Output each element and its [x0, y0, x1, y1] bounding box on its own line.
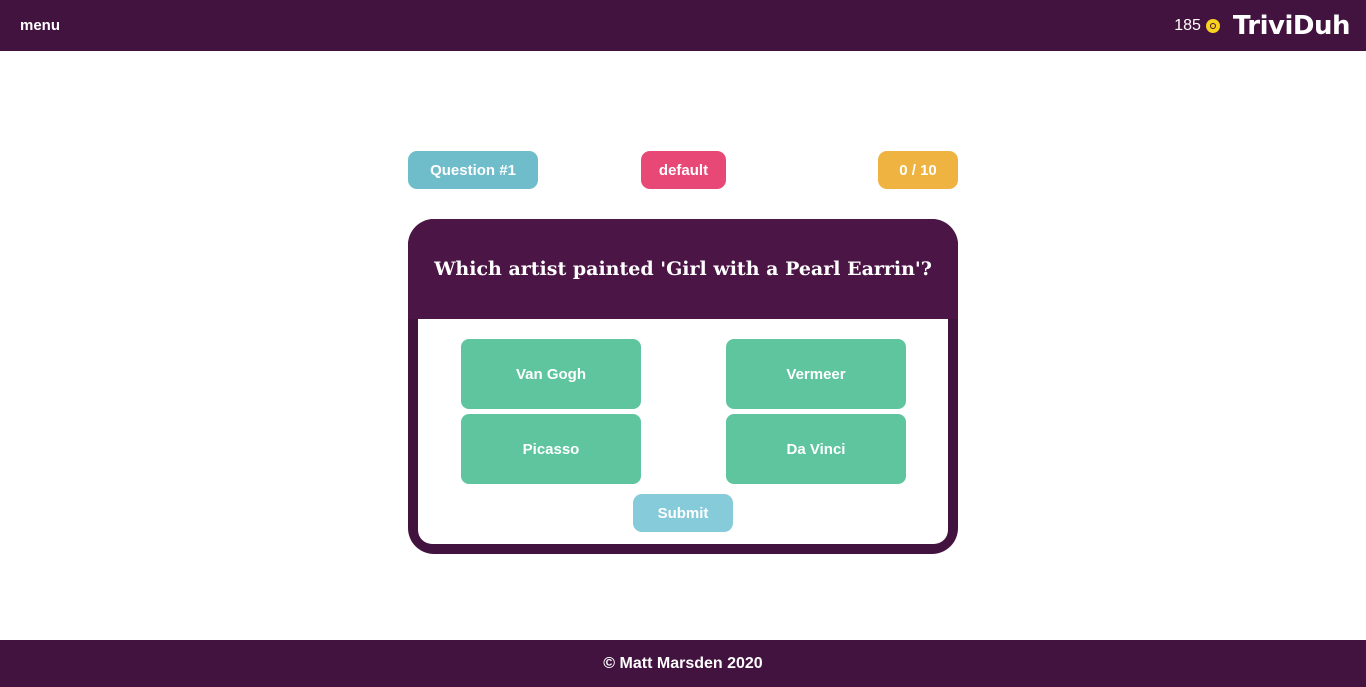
answer-option-van-gogh[interactable]: Van Gogh — [461, 339, 641, 409]
question-text: Which artist painted 'Girl with a Pearl … — [434, 258, 932, 280]
submit-button[interactable]: Submit — [633, 494, 733, 532]
answer-option-picasso[interactable]: Picasso — [461, 414, 641, 484]
copyright-text: © Matt Marsden 2020 — [603, 654, 763, 672]
question-header: Which artist painted 'Girl with a Pearl … — [408, 219, 958, 319]
answer-option-vermeer[interactable]: Vermeer — [726, 339, 906, 409]
status-badges: Question #1 default 0 / 10 — [408, 151, 958, 189]
header-right: 185 TriviDuh — [1174, 11, 1350, 41]
category-badge: default — [641, 151, 726, 189]
coin-icon — [1205, 18, 1220, 33]
coin-count: 185 — [1174, 16, 1201, 34]
score-badge: 0 / 10 — [878, 151, 958, 189]
question-card: Which artist painted 'Girl with a Pearl … — [408, 219, 958, 554]
answer-option-da-vinci[interactable]: Da Vinci — [726, 414, 906, 484]
app-logo[interactable]: TriviDuh — [1232, 10, 1351, 41]
answers-panel: Van Gogh Vermeer Picasso Da Vinci Submit — [418, 319, 948, 544]
top-navbar: menu 185 TriviDuh — [0, 0, 1366, 51]
footer: © Matt Marsden 2020 — [0, 640, 1366, 687]
menu-link[interactable]: menu — [20, 17, 61, 34]
question-number-badge: Question #1 — [408, 151, 538, 189]
